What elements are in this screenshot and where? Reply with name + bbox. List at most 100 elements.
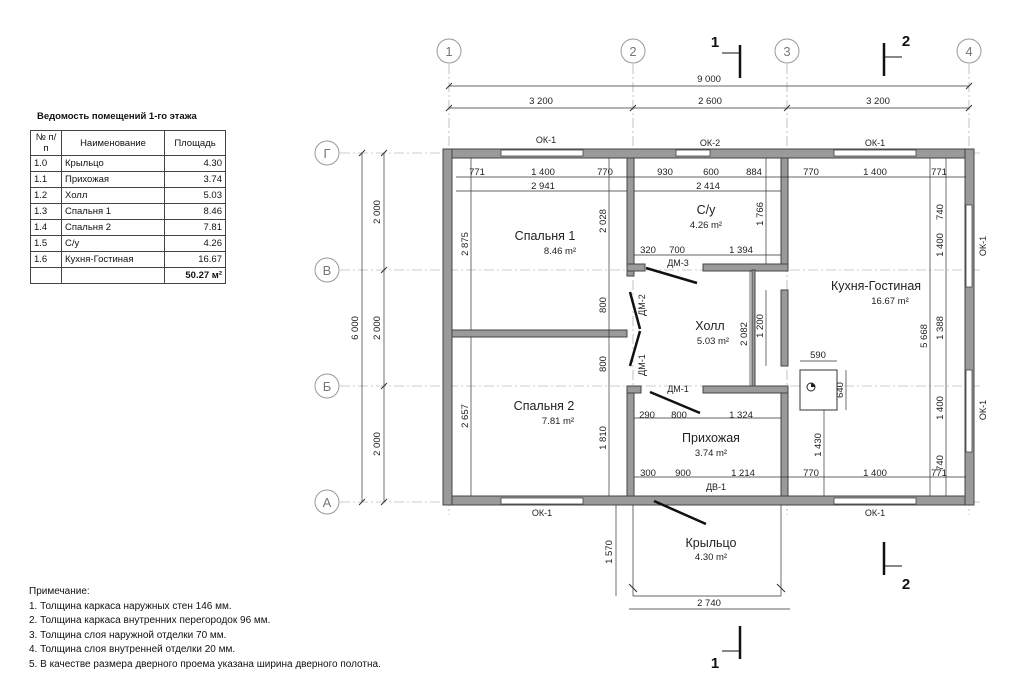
window-label-ok2-top: ОК-2 [700,138,720,148]
dim-bottom-770: 770 [803,468,819,479]
dim-top-2941: 2 941 [531,181,555,192]
dim-v-2657: 2 657 [460,404,471,428]
dim-top-770a: 770 [597,167,613,178]
note-item: 3. Толщина слоя наружной отделки 70 мм. [29,629,227,641]
note-item: 2. Толщина каркаса внутренних перегородо… [29,615,271,626]
header-number: № п/п [30,130,62,156]
dim-row-span-2: 2 000 [372,316,383,340]
doors: ДМ-3 ДМ-2 ДМ-1 ДМ-1 ДВ-1 [628,258,726,526]
porch: 1 570 2 740 [604,505,790,610]
dim-r-740b: 740 [935,455,946,471]
axis-label-a: А [323,495,332,510]
interior-dimensions: 771 1 400 770 2 941 930 600 884 2 414 77… [456,158,966,496]
section-2-top: 2 [902,33,910,50]
window-label-ok1-right-top: ОК-1 [978,236,988,256]
section-1-top: 1 [711,34,719,51]
room-name-bedroom1: Спальня 1 [515,229,576,243]
window-label-ok1-top: ОК-1 [536,135,556,145]
room-area-bedroom2: 7.81 m² [542,416,574,427]
note-item: 5. В качестве размера дверного проема ук… [29,658,381,670]
dim-porch-depth: 1 570 [604,540,615,564]
dim-span-2: 2 600 [698,96,722,107]
row-number: 1.4 [30,219,62,236]
room-labels: Спальня 1 8.46 m² С/у 4.26 m² Кухня-Гост… [514,203,921,563]
note-item: 1. Толщина каркаса наружных стен 146 мм. [29,600,232,612]
dim-top-2414: 2 414 [696,181,720,192]
row-name: Крыльцо [61,155,165,172]
room-area-hall: 5.03 m² [697,336,729,347]
room-area-porch: 4.30 m² [695,552,727,563]
header-area: Площадь [164,130,226,156]
dim-top-1400b: 1 400 [863,167,887,178]
dim-bottom-900: 900 [675,468,691,479]
dim-door-800: 800 [671,410,687,421]
dim-v-800b: 800 [598,356,609,372]
dim-r-1400a: 1 400 [935,233,946,257]
notes: Примечание: 1. Толщина каркаса наружных … [29,585,381,672]
dim-row-span-1: 2 000 [372,200,383,224]
dim-door-700: 700 [669,245,685,256]
dim-total-depth: 6 000 [350,316,361,340]
dim-r-1388: 1 388 [935,316,946,340]
room-schedule: Ведомость помещений 1-го этажа № п/п Наи… [30,111,230,284]
dim-top-1400a: 1 400 [531,167,555,178]
dim-v-1430: 1 430 [813,433,824,457]
stove: 590 640 [799,350,847,411]
window-label-ok1-bottom-left: ОК-1 [532,508,552,518]
row-area: 4.30 [164,155,226,172]
section-2-bottom: 2 [902,576,910,593]
row-number: 1.5 [30,235,62,252]
total-area: 50.27 м² [164,267,226,284]
dim-v-1766: 1 766 [755,202,766,226]
note-item: 4. Толщина слоя внутренней отделки 20 мм… [29,644,236,655]
dim-door-290: 290 [639,410,655,421]
overall-dimensions: 9 000 3 200 2 600 3 200 6 000 2 000 2 00… [350,74,973,506]
dim-top-600: 600 [703,167,719,178]
dim-v-800a: 800 [598,297,609,313]
dim-bottom-1214: 1 214 [731,468,755,479]
room-area-kitchen: 16.67 m² [871,296,909,307]
dim-v-2028: 2 028 [598,209,609,233]
room-name-hall: Холл [695,319,724,333]
axis-label-g: Г [323,146,330,161]
table-total-row: 50.27 м² [30,267,226,284]
room-name-entrance: Прихожая [682,431,740,445]
dim-top-771b: 771 [931,167,947,178]
schedule-title: Ведомость помещений 1-го этажа [37,111,197,122]
axis-label-1: 1 [445,44,452,59]
dim-r-1400b: 1 400 [935,396,946,420]
row-area: 5.03 [164,187,226,204]
dim-stove-depth: 640 [835,382,846,398]
row-area: 7.81 [164,219,226,236]
door-label-dm2: ДМ-2 [637,294,647,316]
row-name: С/у [61,235,165,252]
axis-label-b: Б [323,379,332,394]
axis-label-4: 4 [965,44,972,59]
axis-bubbles: 1 2 3 4 Г В Б А [314,38,982,515]
room-name-porch: Крыльцо [686,536,737,550]
dim-top-770b: 770 [803,167,819,178]
dim-v-5668: 5 668 [919,324,930,348]
dim-top-884: 884 [746,167,762,178]
dim-door-1394: 1 394 [729,245,753,256]
dim-door-1324: 1 324 [729,410,753,421]
dim-v-1200: 1 200 [755,314,766,338]
door-label-dm1-vertical: ДМ-1 [637,354,647,376]
row-name: Спальня 1 [61,203,165,220]
room-name-bathroom: С/у [697,203,717,217]
row-area: 16.67 [164,251,226,268]
window-label-ok1-right-bottom: ОК-1 [978,400,988,420]
dim-top-930: 930 [657,167,673,178]
axis-label-2: 2 [629,44,636,59]
dim-v-2875: 2 875 [460,232,471,256]
window-label-ok1-bottom-right: ОК-1 [865,508,885,518]
row-number: 1.0 [30,155,62,172]
dim-v-2082: 2 082 [739,322,750,346]
